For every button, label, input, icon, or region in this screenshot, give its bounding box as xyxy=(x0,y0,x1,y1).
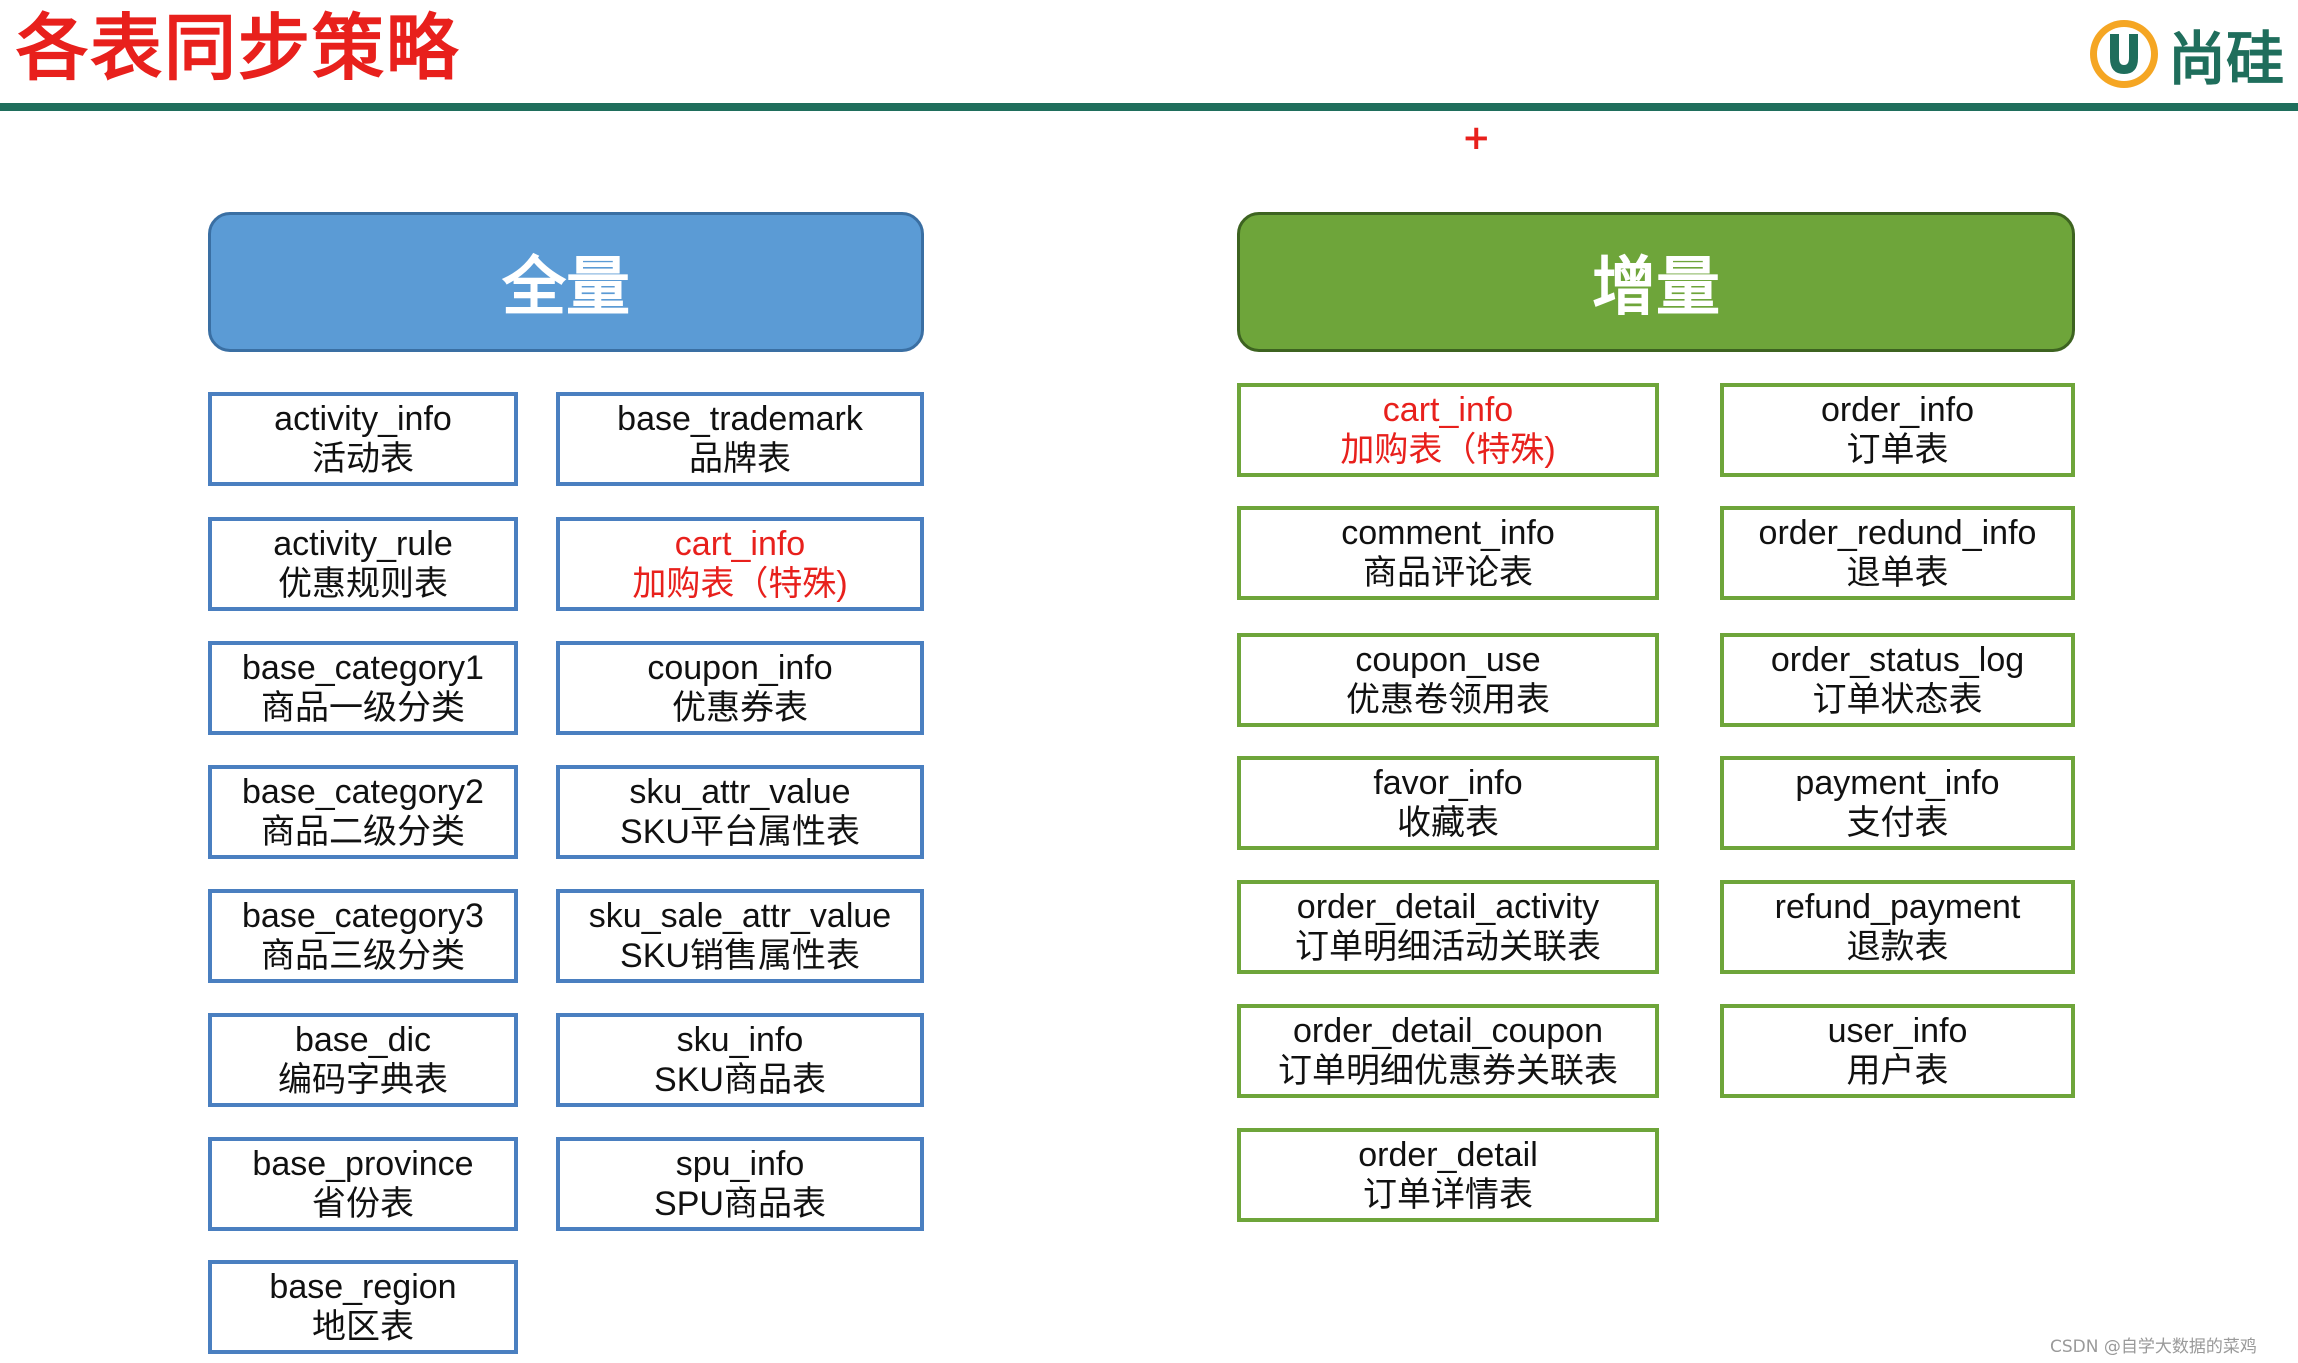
table-name: order_info xyxy=(1820,391,1975,429)
table-name: order_detail_activity xyxy=(1296,888,1600,926)
table-description: 支付表 xyxy=(1846,804,1949,842)
table-name: base_category1 xyxy=(242,649,484,687)
table-description: 退单表 xyxy=(1846,554,1949,592)
table-description: 编码字典表 xyxy=(278,1061,448,1099)
plus-mark: + xyxy=(1462,118,1491,158)
table-name: order_detail_coupon xyxy=(1292,1012,1604,1050)
table-name: payment_info xyxy=(1795,764,2000,802)
table-name: activity_rule xyxy=(273,525,453,563)
table-name: sku_attr_value xyxy=(629,773,851,811)
table-description: 订单明细优惠券关联表 xyxy=(1278,1052,1618,1090)
table-name: comment_info xyxy=(1341,514,1555,552)
table-name: cart_info xyxy=(674,525,806,563)
table-name: refund_payment xyxy=(1774,888,2021,926)
title-divider xyxy=(0,103,2298,111)
table-name: spu_info xyxy=(675,1145,805,1183)
table-description: 订单详情表 xyxy=(1363,1176,1533,1214)
table-name: base_category3 xyxy=(242,897,484,935)
table-description: 省份表 xyxy=(312,1185,414,1223)
table-name: order_status_log xyxy=(1770,641,2025,679)
table-description: 优惠卷领用表 xyxy=(1346,681,1550,719)
table-description: SKU销售属性表 xyxy=(620,937,860,975)
table-name: coupon_info xyxy=(647,649,833,687)
table-description: SPU商品表 xyxy=(654,1185,826,1223)
table-name: base_trademark xyxy=(617,400,863,438)
table-name: order_detail xyxy=(1358,1136,1538,1174)
table-description: 活动表 xyxy=(312,440,414,478)
table-name: base_dic xyxy=(294,1021,432,1059)
table-name: base_category2 xyxy=(242,773,484,811)
table-name: activity_info xyxy=(274,400,452,438)
table-description: 商品三级分类 xyxy=(261,937,465,975)
watermark: CSDN @自学大数据的菜鸡 xyxy=(2050,1337,2257,1357)
full-sync-header: 全量 xyxy=(208,212,924,352)
table-name: user_info xyxy=(1827,1012,1968,1050)
table-name: order_redund_info xyxy=(1758,514,2037,552)
table-description: 优惠规则表 xyxy=(278,565,448,603)
table-name: sku_sale_attr_value xyxy=(588,897,892,935)
table-description: 加购表（特殊) xyxy=(632,565,848,603)
table-name: coupon_use xyxy=(1355,641,1541,679)
table-description: 商品评论表 xyxy=(1363,554,1533,592)
table-name: sku_info xyxy=(676,1021,804,1059)
table-name: base_region xyxy=(269,1268,457,1306)
table-name: favor_info xyxy=(1373,764,1523,802)
table-description: 加购表（特殊) xyxy=(1340,431,1556,469)
table-description: 地区表 xyxy=(312,1308,414,1346)
table-description: 收藏表 xyxy=(1397,804,1499,842)
table-description: 品牌表 xyxy=(689,440,791,478)
incremental-sync-header: 增量 xyxy=(1237,212,2075,352)
table-description: 订单明细活动关联表 xyxy=(1295,928,1601,966)
table-description: 用户表 xyxy=(1846,1052,1949,1090)
table-description: 优惠券表 xyxy=(672,689,808,727)
table-description: 订单状态表 xyxy=(1812,681,1983,719)
table-description: SKU平台属性表 xyxy=(620,813,860,851)
logo-text: 尚硅 xyxy=(2168,25,2285,93)
table-description: 退款表 xyxy=(1846,928,1949,966)
brand-logo: 尚硅 xyxy=(2088,14,2298,94)
page-title: 各表同步策略 xyxy=(16,6,461,90)
brand-u-icon xyxy=(2090,20,2158,88)
table-name: base_province xyxy=(252,1145,474,1183)
table-description: 商品二级分类 xyxy=(261,813,465,851)
table-description: SKU商品表 xyxy=(654,1061,826,1099)
table-description: 商品一级分类 xyxy=(261,689,465,727)
table-description: 订单表 xyxy=(1846,431,1949,469)
table-name: cart_info xyxy=(1382,391,1514,429)
